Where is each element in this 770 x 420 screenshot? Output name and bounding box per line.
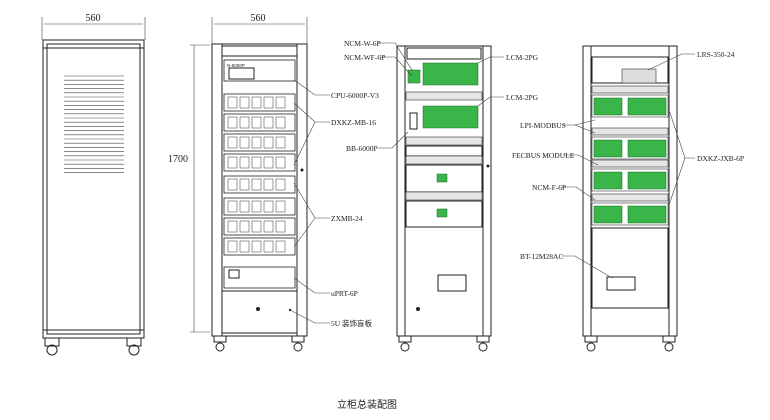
label-bt-12m28ac: BT-12M28AC (520, 252, 563, 261)
label-5u-blank-panel: 5U 装饰盲板 (331, 318, 373, 328)
rack-module (223, 133, 296, 152)
dxkz-jxb-6p-board (627, 171, 667, 190)
caster-wheel (44, 337, 60, 356)
label-ncm-f-6p: NCM-F-6P (532, 183, 566, 192)
side-view-cabinet: 560 (41, 13, 146, 356)
label-dxkz-jxb-6p: DXKZ-JXB-6P (697, 154, 744, 163)
controller-board (593, 171, 623, 190)
terminal-rail (591, 159, 669, 168)
label-lpi-modbus: LPI-MODBUS (520, 121, 566, 130)
uprt-module (223, 266, 296, 289)
caster-wheel (126, 337, 142, 356)
front-modules (223, 93, 296, 256)
caster-wheel (476, 335, 490, 352)
bt-12m28ac-battery (606, 276, 636, 291)
rack-module (223, 175, 296, 194)
rack-module (223, 153, 296, 172)
caster-wheel (291, 335, 305, 352)
rack-module (223, 197, 296, 216)
lcm-2pg-board-mid (409, 105, 479, 130)
rack-module (223, 93, 296, 112)
label-lrs-350-24: LRS-350-24 (697, 50, 735, 59)
front-view-cabinet: 560 1700 N-6000P CPU-6000P-V3 DXKZ-MB-16… (168, 13, 379, 352)
caster-wheel (213, 335, 227, 352)
lcm-2pg-board-top (407, 62, 479, 86)
controller-board (593, 97, 623, 116)
label-lcm-2pg-top: LCM-2PG (506, 53, 539, 62)
diagram-caption: 立柜总装配图 (337, 398, 397, 411)
terminal-rail (591, 127, 669, 136)
inner-module-rows (591, 85, 669, 226)
dxkz-jxb-6p-board (627, 97, 667, 116)
front-width-dimension: 560 (251, 13, 266, 24)
rear-view-cabinet: NCM-W-6P NCM-WF-6P BB-6000P LCM-2PG LCM-… (344, 39, 539, 352)
caster-wheel (662, 335, 676, 352)
lrs-350-24-psu (621, 68, 657, 84)
rack-module (223, 113, 296, 132)
label-cpu-6000p-v3: CPU-6000P-V3 (331, 91, 379, 100)
panel-brand: N-6000P (227, 63, 245, 68)
label-dxkz-mb-16: DXKZ-MB-16 (331, 118, 376, 127)
vent-slots (64, 75, 124, 173)
label-lcm-2pg-mid: LCM-2PG (506, 93, 539, 102)
label-uprt-6p: uPRT-6P (331, 289, 358, 298)
controller-board (593, 205, 623, 224)
dxkz-jxb-6p-board (627, 205, 667, 224)
caster-wheel (398, 335, 412, 352)
label-ncm-wf-6p: NCM-WF-6P (344, 53, 385, 62)
side-width-dimension: 560 (86, 13, 101, 24)
terminal-rail (591, 85, 669, 94)
rack-module (223, 217, 296, 236)
label-fecbus-module: FECBUS MODULE (512, 151, 575, 160)
label-bb-6000p: BB-6000P (346, 144, 378, 153)
terminal-rail (591, 193, 669, 202)
label-zxmb-24: ZXMB-24 (331, 214, 363, 223)
height-dimension: 1700 (168, 154, 188, 165)
label-ncm-w-6p: NCM-W-6P (344, 39, 381, 48)
dxkz-jxb-6p-board (627, 139, 667, 158)
rack-module (223, 237, 296, 256)
inner-view-cabinet: LRS-350-24 LPI-MODBUS FECBUS MODULE NCM-… (512, 45, 744, 352)
caster-wheel (584, 335, 598, 352)
controller-board (593, 139, 623, 158)
